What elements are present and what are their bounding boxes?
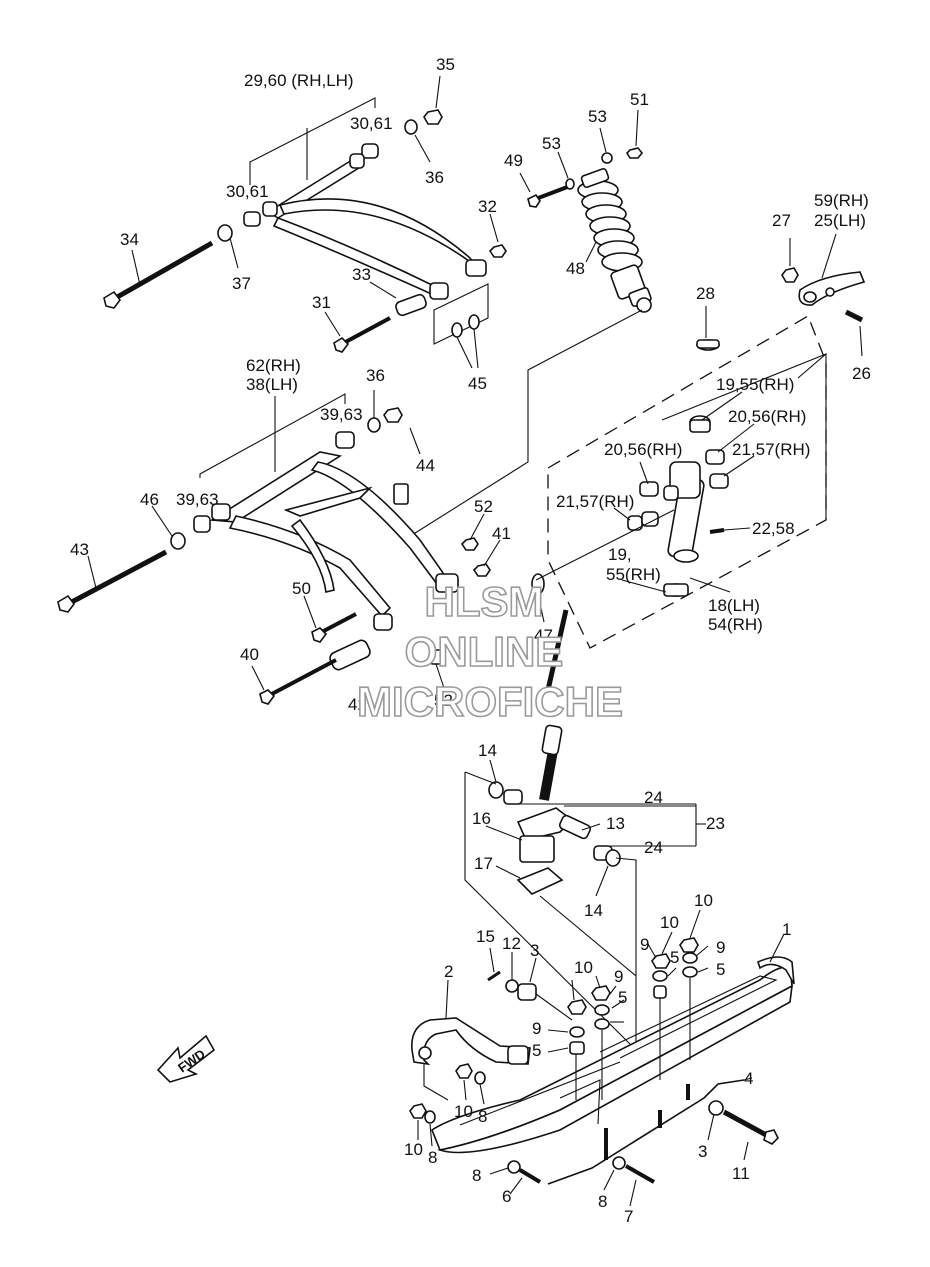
- callout-3: 3: [530, 941, 539, 960]
- callout-48: 48: [566, 259, 585, 278]
- callout-17: 17: [474, 854, 493, 873]
- lower-arm-assembly: [57, 390, 675, 705]
- callout-19-55: 19,55(RH): [716, 375, 794, 394]
- callout-45: 45: [468, 374, 487, 393]
- callout-21-57: 21,57(RH): [556, 492, 634, 511]
- callout-10: 10: [454, 1102, 473, 1121]
- callout-9: 9: [532, 1019, 541, 1038]
- callout-19: 19,: [608, 545, 632, 564]
- callout-8: 8: [598, 1192, 607, 1211]
- watermark-line-1: HLSM: [425, 578, 544, 625]
- callout-41: 41: [492, 524, 511, 543]
- callout-16: 16: [472, 809, 491, 828]
- callout-34: 34: [120, 230, 139, 249]
- callout-3: 3: [698, 1142, 707, 1161]
- callout-62: 62(RH): [246, 356, 301, 375]
- callout-36: 36: [425, 168, 444, 187]
- callout-46: 46: [140, 490, 159, 509]
- callout-22-58: 22,58: [752, 519, 795, 538]
- watermark: HLSM ONLINE MICROFICHE: [356, 577, 624, 726]
- callout-28: 28: [696, 284, 715, 303]
- callout-32: 32: [478, 197, 497, 216]
- upper-arm-assembly: [103, 75, 507, 369]
- callout-27: 27: [772, 211, 791, 230]
- callout-52: 52: [434, 691, 453, 710]
- callout-54: 54(RH): [708, 615, 763, 634]
- callout-55: 55(RH): [606, 565, 661, 584]
- watermark-line-2: ONLINE: [405, 628, 564, 675]
- callout-37: 37: [232, 274, 251, 293]
- callout-1: 1: [782, 920, 791, 939]
- callout-59: 59(RH): [814, 191, 869, 210]
- ski-assembly: [409, 909, 795, 1207]
- callout-15: 15: [476, 927, 495, 946]
- callout-9: 9: [614, 967, 623, 986]
- callout-9: 9: [716, 938, 725, 957]
- callout-25: 25(LH): [814, 211, 866, 230]
- callout-53: 53: [542, 134, 561, 153]
- callout-20-56: 20,56(RH): [728, 407, 806, 426]
- callout-18: 18(LH): [708, 596, 760, 615]
- callout-10: 10: [694, 891, 713, 910]
- callout-24: 24: [644, 838, 663, 857]
- callout-4: 4: [744, 1069, 753, 1088]
- callout-12: 12: [502, 934, 521, 953]
- callout-47: 47: [534, 626, 553, 645]
- callout-39-63: 39,63: [176, 490, 219, 509]
- callout-35: 35: [436, 55, 455, 74]
- shock-absorber: [403, 109, 652, 541]
- callout-labels: 29,60 (RH,LH) 35 30,61 30,61 36 34 37 32…: [70, 55, 871, 1226]
- callout-38: 38(LH): [246, 375, 298, 394]
- callout-23: 23: [706, 814, 725, 833]
- callout-10: 10: [574, 958, 593, 977]
- watermark-line-3: MICROFICHE: [357, 678, 623, 725]
- callout-11: 11: [732, 1164, 750, 1183]
- spindle-assembly: [547, 306, 827, 649]
- callout-21-57: 21,57(RH): [732, 440, 810, 459]
- callout-7: 7: [624, 1207, 633, 1226]
- callout-5: 5: [618, 988, 627, 1007]
- callout-24: 24: [644, 788, 663, 807]
- ski-mount-assembly: [464, 609, 706, 1051]
- callout-6: 6: [502, 1187, 511, 1206]
- callout-14: 14: [478, 741, 497, 760]
- callout-8: 8: [428, 1148, 437, 1167]
- callout-43: 43: [70, 540, 89, 559]
- callout-52: 52: [474, 497, 493, 516]
- callout-5: 5: [716, 960, 725, 979]
- callout-9: 9: [640, 935, 649, 954]
- callout-40: 40: [240, 645, 259, 664]
- callout-30-61: 30,61: [226, 182, 269, 201]
- callout-30-61: 30,61: [350, 114, 393, 133]
- callout-5: 5: [532, 1041, 541, 1060]
- callout-39-63: 39,63: [320, 405, 363, 424]
- callout-8: 8: [472, 1166, 481, 1185]
- callout-2: 2: [444, 962, 453, 981]
- callout-13: 13: [606, 814, 625, 833]
- callout-49: 49: [504, 151, 523, 170]
- steering-arm: [781, 233, 866, 357]
- callout-20-56: 20,56(RH): [604, 440, 682, 459]
- callout-26: 26: [852, 364, 871, 383]
- callout-36: 36: [366, 366, 385, 385]
- callout-29-60: 29,60 (RH,LH): [244, 71, 354, 90]
- fwd-arrow-icon: FWD: [156, 1034, 216, 1083]
- callout-10: 10: [660, 913, 679, 932]
- callout-42: 42: [348, 695, 367, 714]
- callout-10: 10: [404, 1140, 423, 1159]
- callout-50: 50: [292, 579, 311, 598]
- callout-53: 53: [588, 107, 607, 126]
- callout-31: 31: [312, 293, 331, 312]
- callout-5: 5: [670, 948, 679, 967]
- callout-44: 44: [416, 456, 435, 475]
- callout-8: 8: [478, 1107, 487, 1126]
- callout-14: 14: [584, 901, 603, 920]
- callout-51: 51: [630, 90, 649, 109]
- callout-33: 33: [352, 265, 371, 284]
